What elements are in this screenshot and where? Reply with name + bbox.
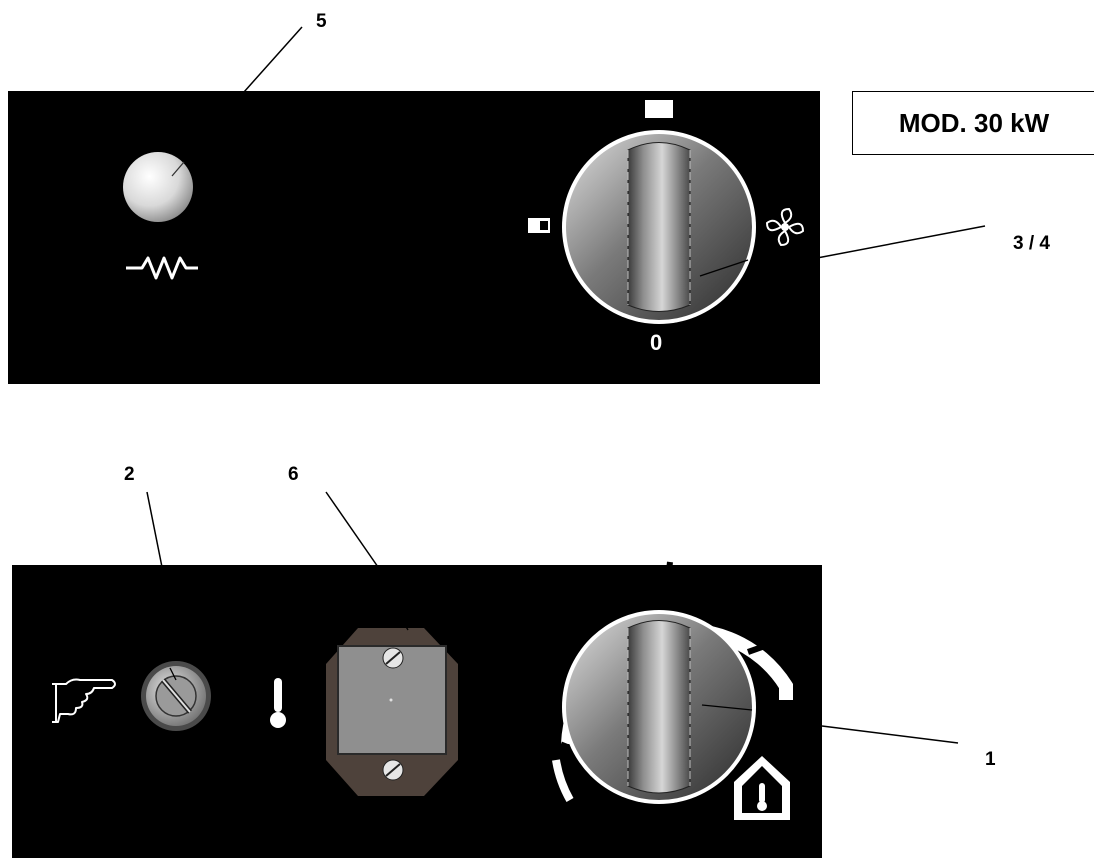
half-power-icon (528, 218, 550, 233)
leader-line-1 (821, 725, 959, 744)
callout-2: 2 (124, 464, 135, 485)
callout-6: 6 (288, 464, 299, 485)
callout-1: 1 (985, 749, 996, 770)
thermometer-icon (270, 678, 286, 728)
room-thermostat-icon (734, 756, 790, 820)
model-label: MOD. 30 kW (852, 91, 1094, 155)
fan-icon (765, 207, 805, 247)
callout-5: 5 (316, 11, 327, 32)
callout-3-4: 3 / 4 (1013, 233, 1050, 254)
thermostat-cover-icon (326, 609, 458, 796)
leader-line-5 (243, 26, 303, 93)
reset-hand-icon (52, 678, 116, 723)
leader-line-3-4 (816, 225, 986, 259)
leader-line-6 (325, 491, 379, 568)
heating-resistor-icon (126, 256, 198, 280)
reset-button-icon (141, 661, 211, 731)
selector-off-mark: 0 (650, 330, 663, 355)
full-power-icon (645, 100, 673, 118)
indicator-lamp-icon (123, 152, 193, 222)
leader-line-2 (146, 491, 163, 568)
thermostat-knob (552, 561, 793, 804)
power-selector-knob (562, 130, 756, 324)
